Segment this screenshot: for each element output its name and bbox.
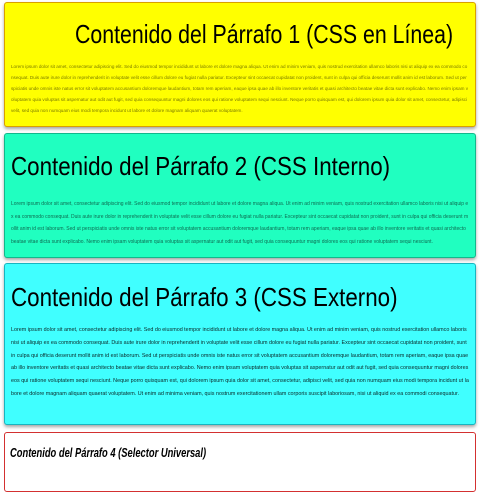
paragraph-2-text: Lorem ipsum dolor sit amet, consectetur …	[11, 201, 469, 245]
paragraph-box-1: Contenido del Párrafo 1 (CSS en Línea) L…	[4, 2, 476, 127]
paragraph-3-title: Contenido del Párrafo 3 (CSS Externo)	[11, 282, 398, 312]
paragraph-1-text: Lorem ipsum dolor sit amet, consectetur …	[11, 64, 469, 113]
paragraph-1-title: Contenido del Párrafo 1 (CSS en Línea)	[75, 19, 454, 49]
paragraph-box-4: Contenido del Párrafo 4 (Selector Univer…	[4, 432, 476, 492]
paragraph-2-title: Contenido del Párrafo 2 (CSS Interno)	[11, 151, 391, 181]
paragraph-3-text: Lorem ipsum dolor sit amet, consectetur …	[11, 327, 469, 397]
paragraph-box-3: Contenido del Párrafo 3 (CSS Externo) Lo…	[4, 263, 476, 425]
paragraph-4-title: Contenido del Párrafo 4 (Selector Univer…	[10, 445, 207, 460]
paragraph-box-2: Contenido del Párrafo 2 (CSS Interno) Lo…	[4, 133, 476, 258]
